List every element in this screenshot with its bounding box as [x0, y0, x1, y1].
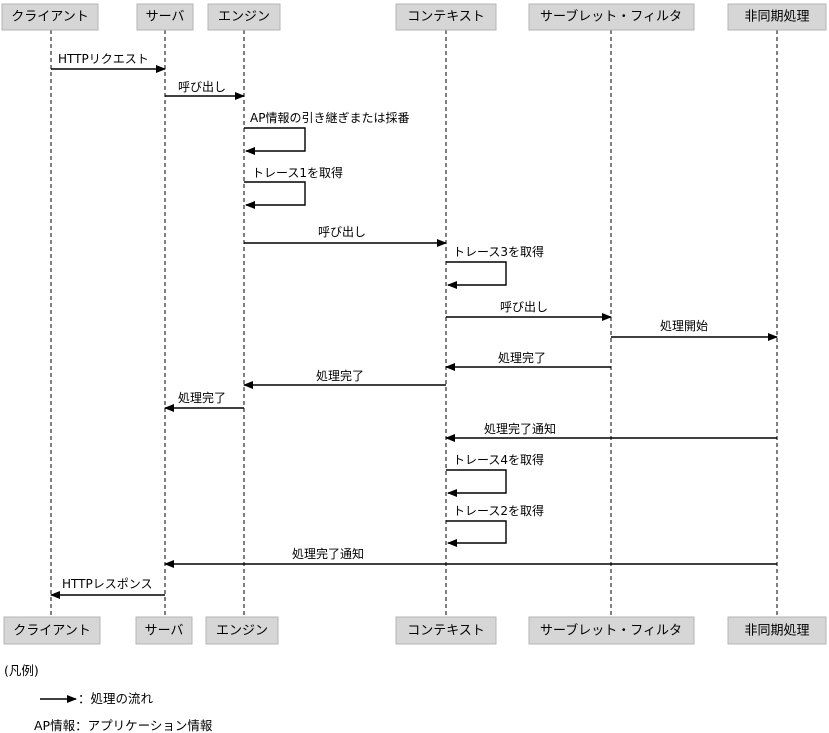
participant-server-top: サーバ: [136, 3, 194, 31]
legend-arrow-text: ：処理の流れ: [78, 691, 154, 706]
svg-text:処理完了: 処理完了: [316, 368, 364, 383]
legend-ap-info-text: AP情報：アプリケーション情報: [34, 718, 213, 733]
self-message-trace1: トレース1を取得: [244, 165, 343, 209]
participant-engine-top: エンジン: [207, 3, 281, 31]
svg-text:処理完了通知: 処理完了通知: [484, 421, 556, 436]
svg-text:クライアント: クライアント: [13, 624, 90, 639]
svg-text:クライアント: クライアント: [11, 10, 88, 25]
self-message-trace4: トレース4を取得: [446, 452, 544, 497]
svg-text:処理完了通知: 処理完了通知: [292, 546, 364, 561]
self-message-ap-info: AP情報の引き継ぎまたは採番: [244, 110, 409, 155]
svg-text:トレース1を取得: トレース1を取得: [252, 165, 343, 180]
participant-server-bottom: サーバ: [135, 616, 193, 645]
participant-context-top: コンテキスト: [395, 3, 497, 31]
message-complete-servlet-context: 処理完了: [445, 350, 611, 371]
legend: (凡例) ：処理の流れ AP情報：アプリケーション情報: [4, 663, 213, 733]
message-call-server-engine: 呼び出し: [165, 80, 245, 100]
svg-text:エンジン: エンジン: [218, 10, 270, 25]
participant-async-top: 非同期処理: [727, 3, 827, 31]
message-call-engine-context: 呼び出し: [244, 225, 447, 247]
participant-context-bottom: コンテキスト: [395, 616, 497, 645]
svg-text:呼び出し: 呼び出し: [318, 225, 366, 239]
participant-client-top: クライアント: [1, 3, 99, 31]
svg-text:トレース3を取得: トレース3を取得: [453, 244, 544, 259]
participant-client-bottom: クライアント: [3, 616, 101, 645]
svg-text:AP情報の引き継ぎまたは採番: AP情報の引き継ぎまたは採番: [250, 110, 409, 125]
message-http-request: HTTPリクエスト: [51, 52, 166, 73]
svg-text:サーブレット・フィルタ: サーブレット・フィルタ: [540, 9, 682, 25]
message-notify-async-server: 処理完了通知: [164, 546, 777, 568]
svg-text:非同期処理: 非同期処理: [744, 10, 809, 25]
participant-async-bottom: 非同期処理: [727, 616, 827, 645]
legend-arrow-item: ：処理の流れ: [40, 691, 154, 706]
svg-text:サーバ: サーバ: [146, 10, 185, 25]
message-complete-engine-server: 処理完了: [164, 390, 244, 412]
svg-text:コンテキスト: コンテキスト: [407, 10, 485, 25]
message-http-response: HTTPレスポンス: [50, 577, 165, 599]
svg-text:トレース2を取得: トレース2を取得: [453, 503, 544, 518]
svg-text:処理完了: 処理完了: [498, 350, 546, 365]
participant-servlet-bottom: サーブレット・フィルタ: [528, 616, 695, 645]
self-message-trace2: トレース2を取得: [446, 503, 544, 547]
participant-engine-bottom: エンジン: [205, 616, 279, 645]
svg-text:処理完了: 処理完了: [178, 390, 226, 405]
svg-text:非同期処理: 非同期処理: [744, 624, 809, 639]
svg-text:サーバ: サーバ: [145, 624, 184, 639]
svg-text:コンテキスト: コンテキスト: [407, 624, 485, 639]
legend-title: (凡例): [4, 663, 39, 678]
message-process-start: 処理開始: [611, 319, 778, 341]
message-notify-async-context: 処理完了通知: [445, 421, 777, 442]
self-message-trace3: トレース3を取得: [446, 244, 544, 289]
svg-text:呼び出し: 呼び出し: [500, 300, 548, 314]
participant-servlet-top: サーブレット・フィルタ: [528, 3, 695, 31]
message-complete-context-engine: 処理完了: [243, 368, 446, 389]
svg-text:HTTPレスポンス: HTTPレスポンス: [62, 577, 152, 591]
message-call-context-servlet: 呼び出し: [446, 300, 612, 321]
svg-text:エンジン: エンジン: [216, 624, 268, 639]
svg-text:トレース4を取得: トレース4を取得: [453, 452, 544, 467]
svg-text:処理開始: 処理開始: [660, 319, 708, 333]
svg-text:サーブレット・フィルタ: サーブレット・フィルタ: [540, 623, 682, 639]
svg-text:呼び出し: 呼び出し: [178, 80, 226, 94]
svg-text:HTTPリクエスト: HTTPリクエスト: [58, 52, 149, 66]
